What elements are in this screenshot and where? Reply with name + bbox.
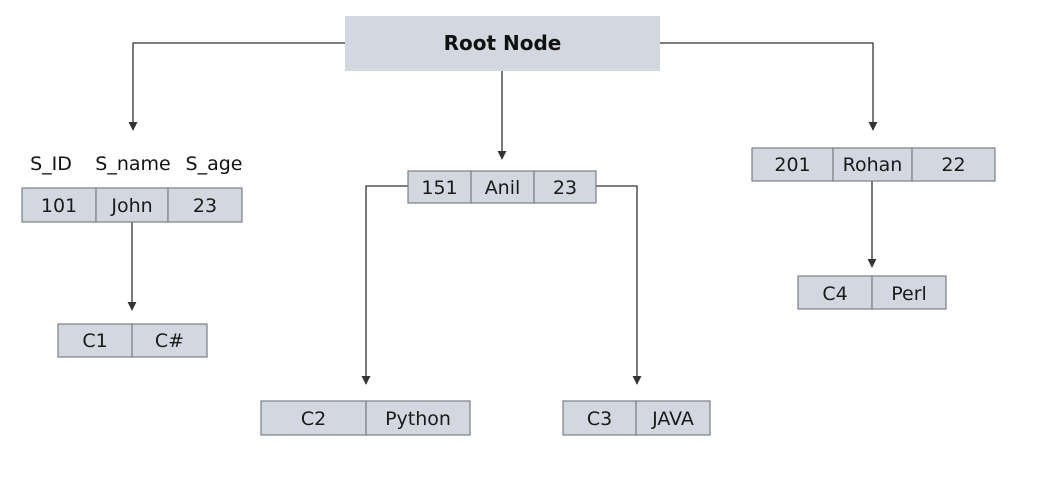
record-cell <box>57 323 133 358</box>
record-cell <box>470 170 535 204</box>
course-record-2: C2 Python <box>260 400 471 436</box>
course-id: C4 <box>822 283 847 305</box>
course-name: Perl <box>891 283 927 305</box>
edge-student-2-to-course-2 <box>361 185 408 385</box>
record-cell <box>131 323 208 358</box>
course-id: C3 <box>587 408 612 430</box>
course-record-1: C1 C# <box>57 323 208 358</box>
record-cell <box>871 275 947 310</box>
student-id: 201 <box>774 154 810 176</box>
column-header-age: S_age <box>186 153 243 175</box>
edge-root-to-student-3 <box>660 42 878 131</box>
root-node-label: Root Node <box>444 31 562 55</box>
record-cell <box>562 400 637 436</box>
student-age: 23 <box>553 177 577 199</box>
student-record-2: 151 Anil 23 <box>407 170 597 204</box>
column-header-id: S_ID <box>30 153 72 175</box>
student-id: 101 <box>41 195 77 217</box>
student-record-3: 201 Rohan 22 <box>751 147 996 182</box>
record-cell <box>911 147 996 182</box>
course-id: C1 <box>82 330 107 352</box>
record-cell <box>751 147 834 182</box>
student-age: 23 <box>193 195 217 217</box>
root-node-box <box>345 16 660 71</box>
record-cell <box>635 400 711 436</box>
student-name: Anil <box>485 177 521 199</box>
edge-student-2-to-course-3 <box>596 185 642 385</box>
record-cell <box>407 170 472 204</box>
record-cell <box>21 187 97 223</box>
student-name: John <box>110 195 152 217</box>
edge-root-to-student-1 <box>128 42 345 131</box>
edges <box>127 42 878 385</box>
record-cell <box>533 170 597 204</box>
course-name: C# <box>155 330 184 352</box>
column-header-name: S_name <box>95 153 170 175</box>
course-name: Python <box>385 408 451 430</box>
student-record-1: 101 John 23 <box>21 187 243 223</box>
record-cell <box>365 400 471 436</box>
course-id: C2 <box>301 408 326 430</box>
student-id: 151 <box>421 177 457 199</box>
student-age: 22 <box>941 154 965 176</box>
student-name: Rohan <box>843 154 903 176</box>
course-record-4: C4 Perl <box>797 275 947 310</box>
record-cell <box>832 147 913 182</box>
record-cell <box>167 187 243 223</box>
column-headers: S_ID S_name S_age <box>30 153 242 175</box>
record-cell <box>260 400 367 436</box>
root-node: Root Node <box>345 16 660 71</box>
course-name: JAVA <box>651 408 694 430</box>
course-record-3: C3 JAVA <box>562 400 711 436</box>
